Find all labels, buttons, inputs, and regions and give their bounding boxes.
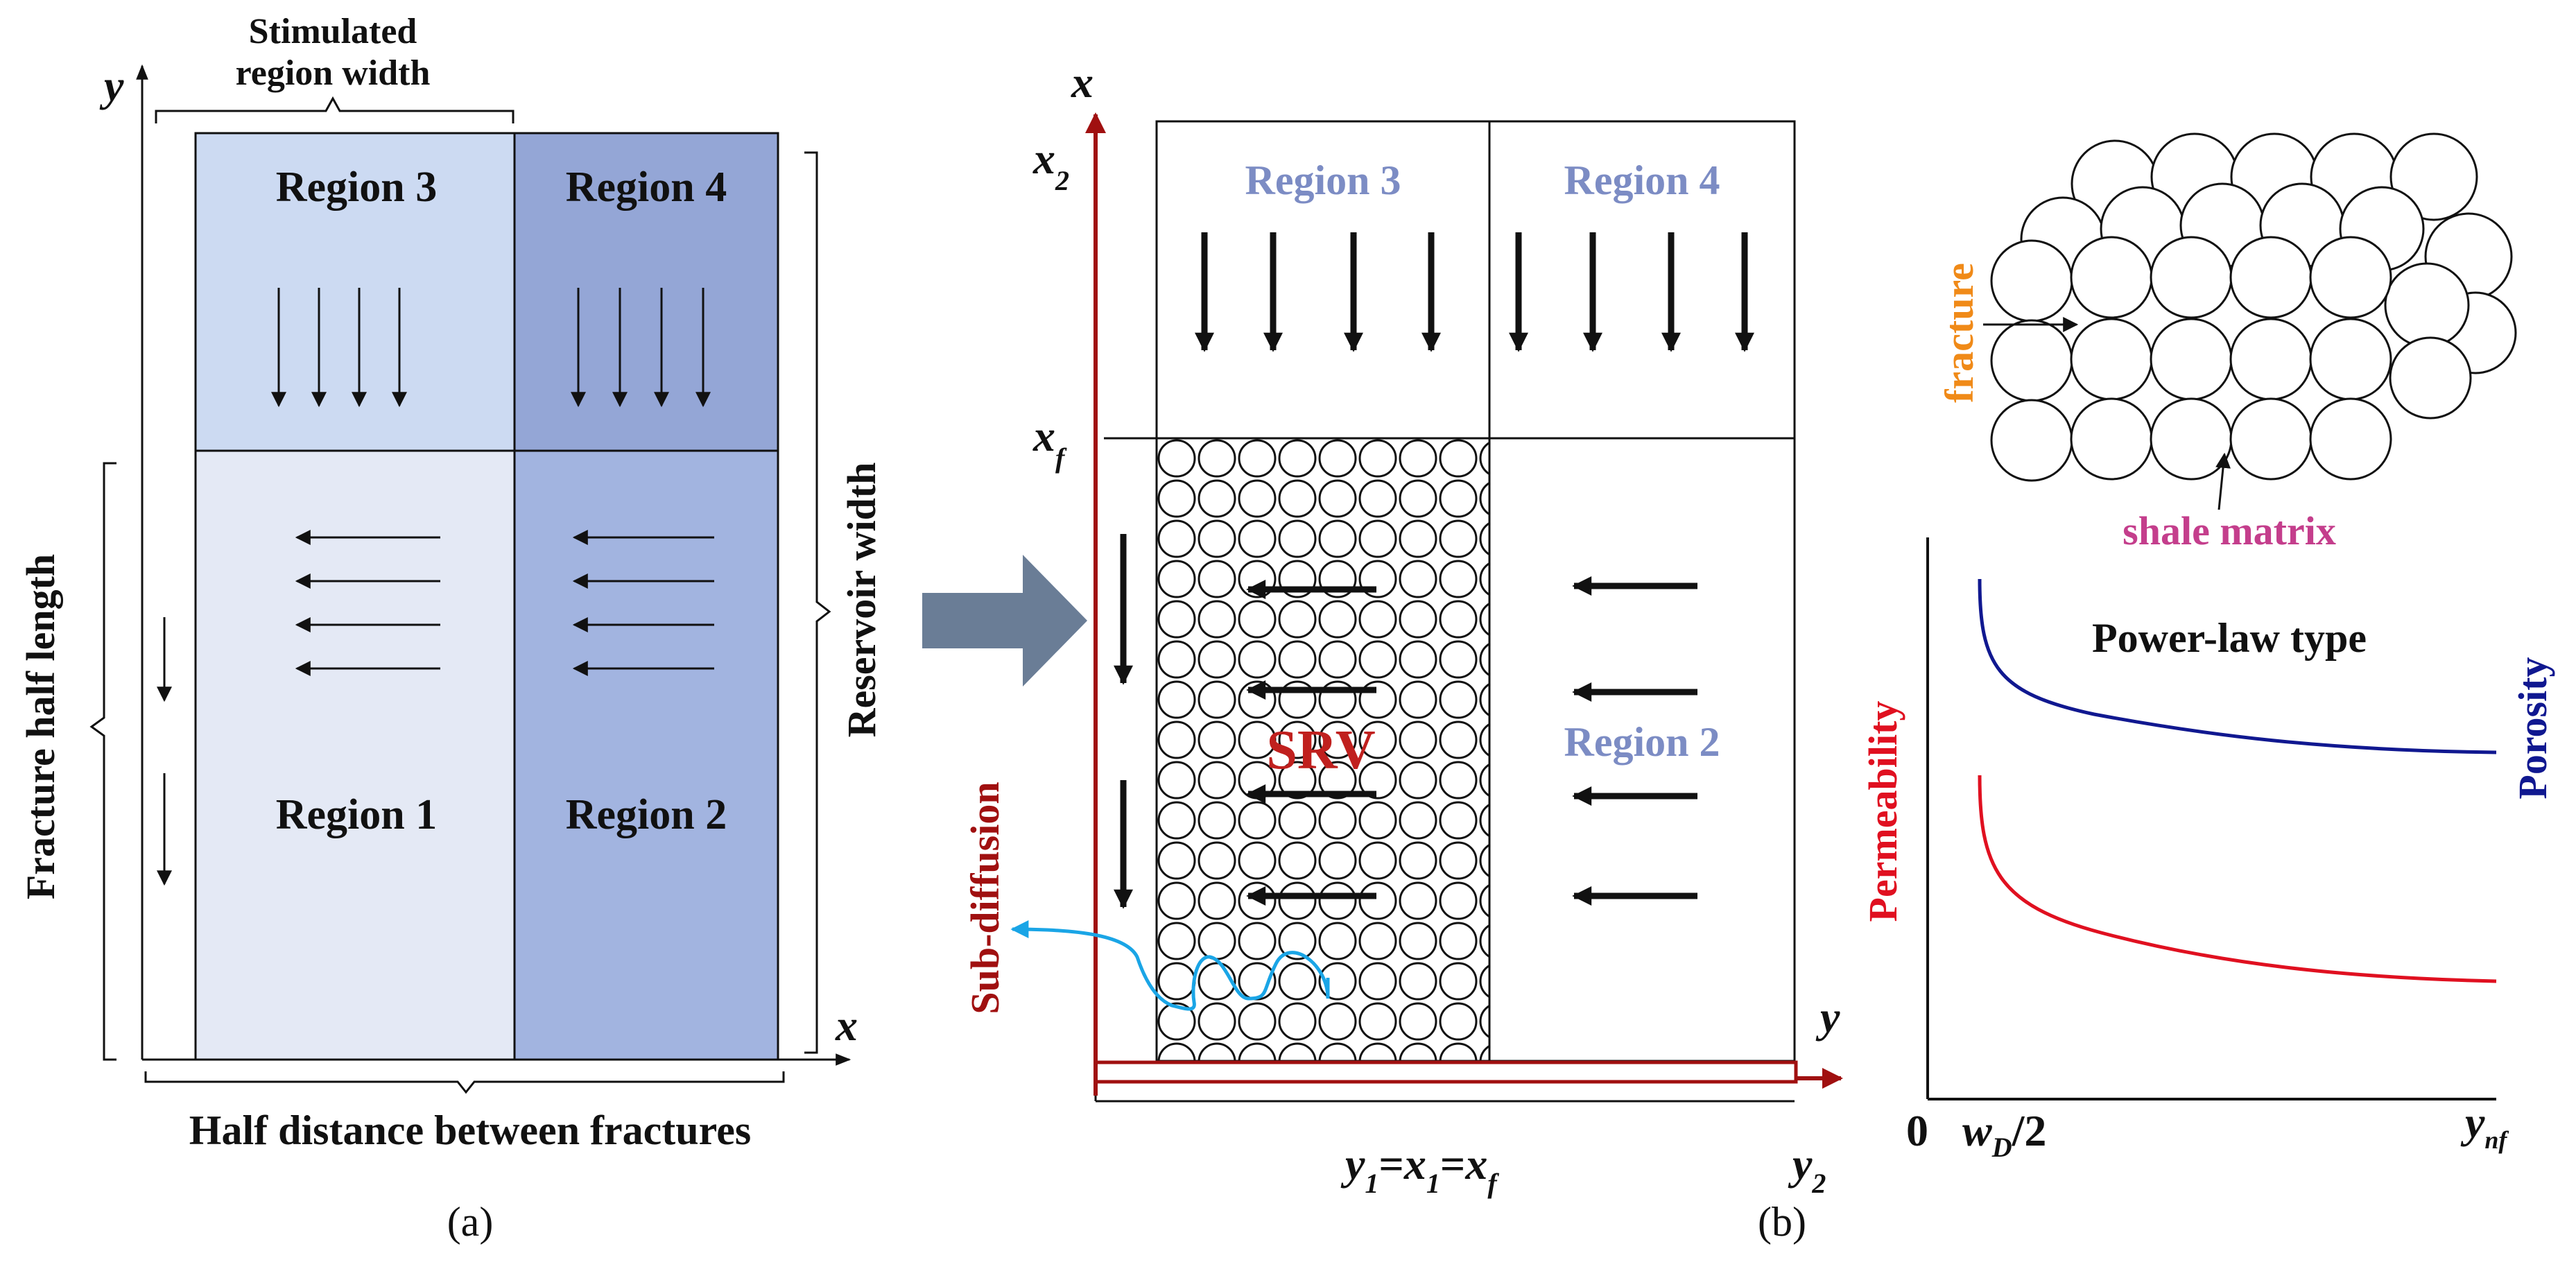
fracture-half-length-label: Fracture half length — [18, 554, 63, 899]
xf-base: x — [1032, 411, 1055, 460]
power-law-label: Power-law type — [2092, 615, 2367, 661]
fracture-label: fracture — [1937, 263, 1982, 403]
srv-label: SRV — [1266, 720, 1375, 781]
sphere — [2070, 397, 2153, 481]
xf2-sub: f — [1487, 1168, 1499, 1199]
xf-sub: f — [1055, 442, 1067, 474]
panel-b-y-axis-bar — [1093, 1060, 1798, 1084]
wd-label: wD/2 — [1962, 1106, 2046, 1163]
panel-a-region-1-arrows — [295, 530, 440, 676]
panel-b-y-axis-label: y — [1815, 992, 1840, 1042]
x2-sub: 2 — [1055, 165, 1069, 196]
panel-a-region-1-label: Region 1 — [276, 791, 438, 838]
panel-a-region-1-area — [194, 449, 516, 1061]
permeability-curve — [1978, 775, 2497, 983]
panel-b-top-arrows — [1195, 232, 1754, 352]
y1-x1-xf-formula: y1=x1=xf — [1340, 1139, 1499, 1199]
panel-a-y-axis-label: y — [99, 61, 124, 110]
panel-a-region-2-label: Region 2 — [566, 791, 727, 838]
srv-arrows — [1246, 580, 1376, 906]
stimulated-width-label-1: Stimulated — [249, 12, 417, 51]
sphere — [1990, 399, 2073, 482]
half-distance-brace — [144, 1071, 785, 1094]
xf2-base: x — [1464, 1139, 1487, 1189]
panel-a-region-2-area — [513, 449, 779, 1061]
sphere — [2150, 318, 2233, 401]
sub-diffusion-label: Sub-diffusion — [962, 782, 1008, 1014]
panel-b-region-3-label: Region 3 — [1245, 157, 1401, 203]
half-distance-label: Half distance between fractures — [189, 1107, 751, 1153]
panel-a-region-3-label: Region 3 — [276, 164, 438, 211]
shale-matrix-label: shale matrix — [2123, 508, 2336, 553]
sphere — [1990, 319, 2073, 402]
wd-sub: D — [1991, 1132, 2012, 1163]
origin-label: 0 — [1906, 1106, 1928, 1155]
y1-sub: 1 — [1365, 1168, 1378, 1199]
stimulated-width-brace — [155, 96, 515, 123]
x1-base: x — [1403, 1139, 1426, 1189]
sphere — [2150, 236, 2233, 319]
reservoir-width-label: Reservoir width — [839, 463, 884, 738]
panel-b-region-2-arrows — [1572, 576, 1697, 906]
panel-c: fracture shale matrix Power-law type Per… — [1860, 132, 2555, 1163]
panel-b-x-axis-label: x — [1071, 58, 1093, 107]
porosity-curve — [1978, 578, 2497, 754]
caption-a: (a) — [447, 1199, 494, 1245]
sub-diffusion-path — [1010, 920, 1330, 1011]
panel-a-region-2-arrows — [572, 530, 714, 676]
transition-arrow — [922, 555, 1087, 687]
y2-label: y2 — [1788, 1139, 1826, 1199]
sphere — [2070, 236, 2153, 319]
x1-sub: 1 — [1426, 1168, 1440, 1199]
fracture-half-length-brace — [89, 462, 116, 1061]
x2-label: x2 — [1032, 134, 1069, 196]
sphere — [1990, 239, 2073, 322]
sphere — [2384, 262, 2470, 348]
wd-suffix: /2 — [2012, 1106, 2047, 1155]
matrix-pointer — [2215, 452, 2231, 510]
eq-1: = — [1378, 1139, 1403, 1189]
panel-b-region-4-label: Region 4 — [1564, 157, 1720, 203]
sphere — [2389, 132, 2478, 221]
x2-base: x — [1032, 134, 1055, 183]
panel-b-region-2-label: Region 2 — [1564, 719, 1720, 765]
sphere — [2309, 318, 2392, 401]
panel-a-x-axis-label: x — [835, 1001, 858, 1050]
sphere — [2070, 318, 2153, 401]
sphere — [2229, 236, 2313, 319]
panel-a-region-4-arrows — [571, 288, 711, 408]
xf-label: xf — [1032, 411, 1067, 474]
panel-a-region-4-label: Region 4 — [566, 164, 727, 211]
eq-2: = — [1440, 1139, 1465, 1189]
sphere — [2229, 397, 2313, 481]
ynf-label: ynf — [2460, 1098, 2509, 1154]
sphere — [2229, 318, 2313, 401]
sphere — [2389, 336, 2472, 420]
permeability-label: Permeability — [1860, 701, 1905, 922]
sphere — [2150, 397, 2233, 481]
sphere-pack — [1990, 132, 2517, 482]
ynf-sub: nf — [2484, 1126, 2509, 1154]
y2-base: y — [1788, 1139, 1813, 1189]
y2-sub: 2 — [1811, 1168, 1826, 1199]
panel-b: x y x2 xf Region 3 Region 4 Region 2 — [962, 58, 1843, 1245]
y1-base: y — [1340, 1139, 1365, 1189]
panel-a: y x Stimulated region width Fracture hal… — [18, 12, 884, 1245]
panel-a-region-3-arrows — [271, 288, 407, 408]
panel-a-region-4-area — [513, 132, 779, 452]
porosity-label: Porosity — [2510, 657, 2555, 799]
caption-b: (b) — [1758, 1199, 1806, 1245]
reservoir-width-brace — [804, 151, 831, 1054]
wd-base: w — [1962, 1106, 1992, 1155]
stimulated-width-label-2: region width — [236, 53, 431, 93]
sphere — [2309, 397, 2392, 481]
ynf-base: y — [2460, 1098, 2485, 1147]
sphere — [2309, 236, 2392, 319]
